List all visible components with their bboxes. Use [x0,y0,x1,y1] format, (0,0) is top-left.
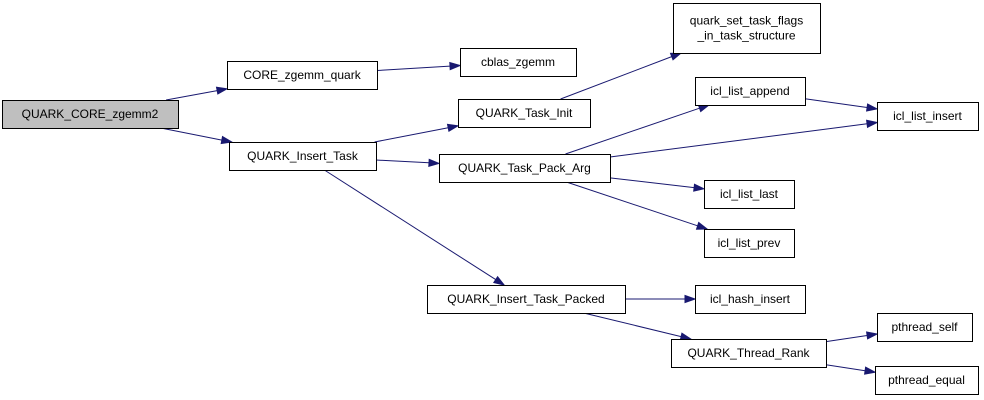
node-label: icl_list_insert [893,109,962,123]
edge-arrowhead [449,61,462,71]
edge-line [609,123,868,158]
node-label: QUARK_Insert_Task_Packed [447,292,604,306]
node-label: icl_hash_insert [710,292,791,306]
edge-arrowhead [684,294,697,304]
node-box [460,48,577,77]
edge-quark-thread-rank-to-pthread-equal [825,364,877,375]
node-box [695,77,806,106]
node-label: QUARK_Task_Pack_Arg [458,161,591,175]
node-quark-insert-task-packed[interactable]: QUARK_Insert_Task_Packed [427,285,626,314]
edge-arrowhead [695,221,709,230]
node-label: QUARK_Insert_Task [247,149,359,163]
node-quark-thread-rank[interactable]: QUARK_Thread_Rank [671,339,827,368]
edge-arrowhead [220,135,234,145]
edge-line [374,127,449,143]
node-icl-list-prev[interactable]: icl_list_prev [704,229,795,258]
node-label: QUARK_Task_Init [476,106,573,120]
node-icl-list-append[interactable]: icl_list_append [695,77,806,106]
node-box [2,100,179,129]
edge-line [565,107,700,155]
edge-line [825,364,866,372]
node-label: pthread_self [891,320,958,334]
edge-quark-insert-task-to-quark-task-init [374,123,460,143]
edge-icl-list-append-to-icl-list-insert [804,98,879,112]
edge-arrowhead [446,123,460,132]
edge-line [566,181,698,227]
edge-arrowhead [866,119,879,129]
node-quark-core-zgemm2: QUARK_CORE_zgemm2 [2,100,179,129]
edge-arrowhead [679,332,693,341]
node-box [227,61,378,90]
edge-quark-task-init-to-quark-set-task-flags-in-task-structure [560,52,683,100]
edge-quark-core-zgemm2-to-core-zgemm-quark [166,86,229,101]
edge-line [324,169,496,281]
node-icl-list-last[interactable]: icl_list_last [704,180,795,209]
node-label: QUARK_CORE_zgemm2 [22,107,159,121]
edge-line [160,127,222,141]
edge-line [609,177,695,189]
edge-arrowhead [492,275,506,286]
edge-line [166,90,218,101]
edge-line [583,312,682,338]
edge-arrowhead [866,331,879,340]
node-cblas-zgemm[interactable]: cblas_zgemm [460,48,577,77]
edge-arrowhead [693,183,706,192]
edge-quark-insert-task-to-quark-insert-task-packed [324,169,506,286]
node-box [439,154,611,183]
node-label: quark_set_task_flags [690,14,803,28]
node-pthread-self[interactable]: pthread_self [877,313,973,342]
edge-quark-insert-task-packed-to-icl-hash-insert [625,294,697,304]
edge-quark-insert-task-to-quark-task-pack-arg [375,158,441,167]
node-core-zgemm-quark[interactable]: CORE_zgemm_quark [227,61,378,90]
edge-quark-task-pack-arg-to-icl-list-insert [609,119,879,158]
node-box [704,180,795,209]
edge-arrowhead [428,158,441,167]
node-quark-insert-task[interactable]: QUARK_Insert_Task [229,142,377,171]
edge-line [804,98,868,108]
node-label: _in_task_structure [696,29,795,43]
node-box [427,285,626,314]
node-box [671,339,827,368]
edge-arrowhead [864,366,877,375]
edge-line [560,56,672,100]
node-box [877,313,973,342]
edge-quark-insert-task-packed-to-quark-thread-rank [583,312,693,341]
edge-arrowhead [215,86,229,95]
edge-core-zgemm-quark-to-cblas-zgemm [376,61,462,71]
edge-quark-thread-rank-to-pthread-self [825,331,879,343]
edge-quark-core-zgemm2-to-quark-insert-task [160,127,234,145]
node-box [877,102,979,131]
node-label: pthread_equal [888,373,965,387]
node-quark-task-init[interactable]: QUARK_Task_Init [458,99,591,128]
edge-arrowhead [669,52,683,61]
edge-arrowhead [866,103,879,112]
node-quark-set-task-flags-in-task-structure[interactable]: quark_set_task_flags_in_task_structure [673,3,821,54]
node-label: QUARK_Thread_Rank [687,346,810,360]
node-label: CORE_zgemm_quark [243,68,361,82]
node-label: cblas_zgemm [481,55,555,69]
node-label: icl_list_append [710,84,789,98]
node-box [229,142,377,171]
node-box [875,366,979,395]
edge-line [825,335,868,343]
edge-quark-task-pack-arg-to-icl-list-prev [566,181,709,230]
node-box [695,285,806,314]
node-box [458,99,591,128]
edge-line [375,159,430,164]
node-icl-list-insert[interactable]: icl_list_insert [877,102,979,131]
node-box [673,3,821,54]
node-pthread-equal[interactable]: pthread_equal [875,366,979,395]
node-quark-task-pack-arg[interactable]: QUARK_Task_Pack_Arg [439,154,611,183]
node-label: icl_list_last [720,187,779,201]
node-label: icl_list_prev [718,236,781,250]
node-icl-hash-insert[interactable]: icl_hash_insert [695,285,806,314]
edge-line [376,65,451,71]
edge-quark-task-pack-arg-to-icl-list-last [609,177,706,192]
node-box [704,229,795,258]
